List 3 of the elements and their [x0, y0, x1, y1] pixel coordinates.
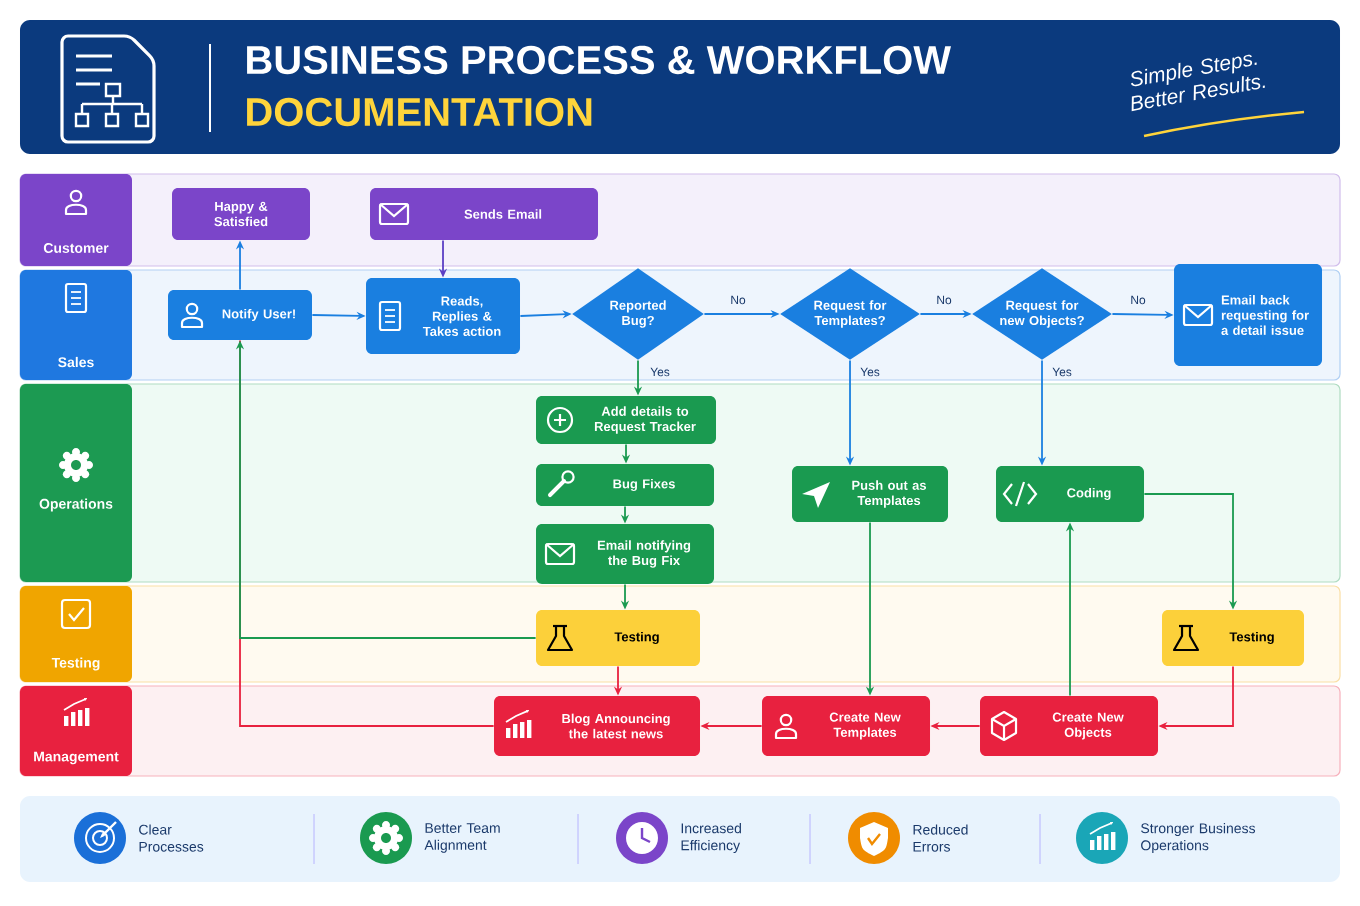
tagline: Simple Steps. Better Results.: [1130, 54, 1305, 138]
title: BUSINESS PROCESS & WORKFLOW: [247, 45, 952, 75]
subtitle: DOCUMENTATION: [247, 97, 592, 127]
